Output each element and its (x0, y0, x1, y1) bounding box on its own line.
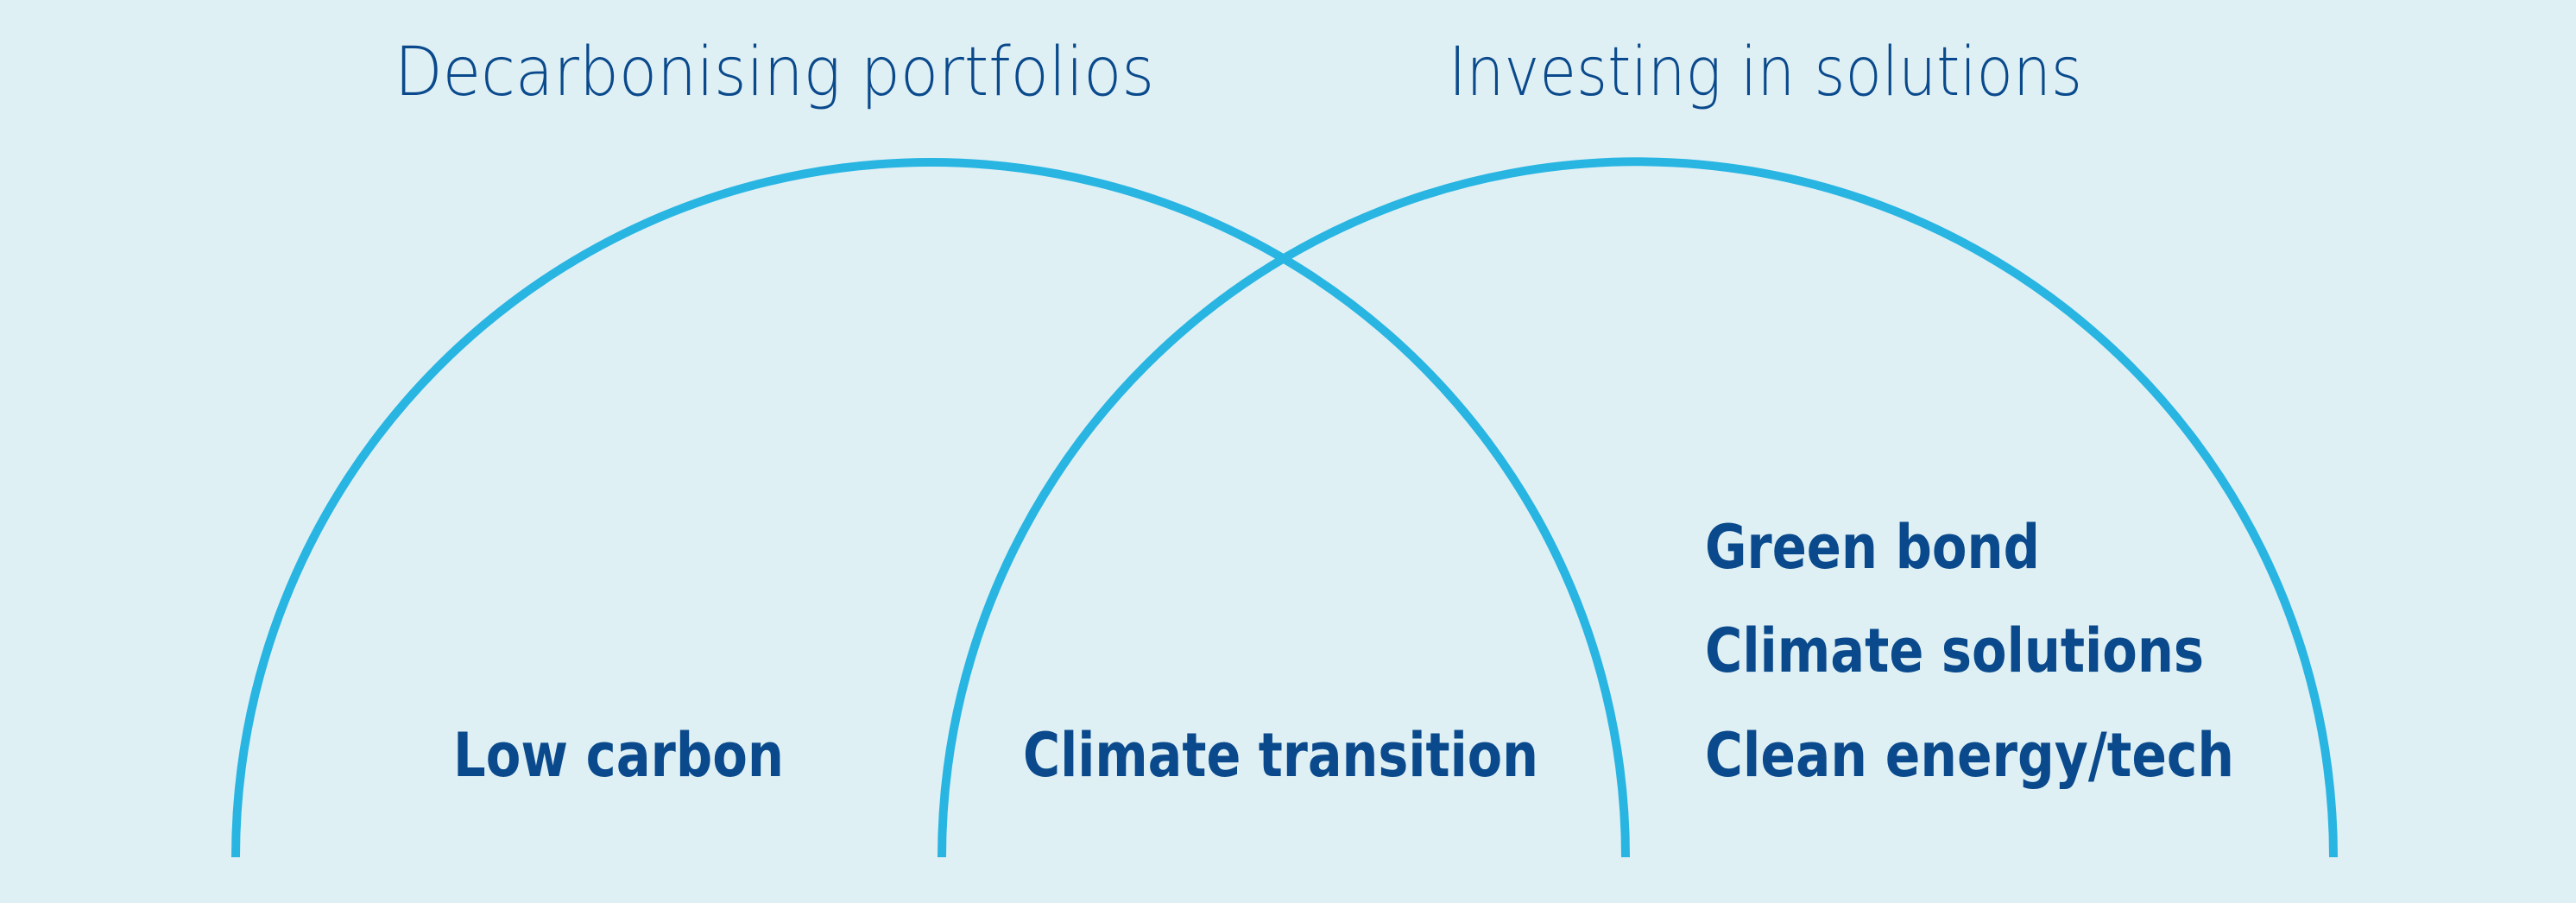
heading-decarbonising-portfolios: Decarbonising portfolios (395, 34, 1154, 111)
label-clean-energy-tech: Clean energy/tech (1705, 720, 2234, 791)
left-arc (231, 158, 1630, 858)
label-low-carbon: Low carbon (453, 720, 784, 791)
label-climate-solutions: Climate solutions (1705, 616, 2204, 686)
label-green-bond: Green bond (1705, 512, 2040, 583)
label-climate-transition: Climate transition (1023, 720, 1538, 791)
heading-investing-in-solutions: Investing in solutions (1449, 34, 2082, 111)
right-arc (938, 157, 2338, 858)
